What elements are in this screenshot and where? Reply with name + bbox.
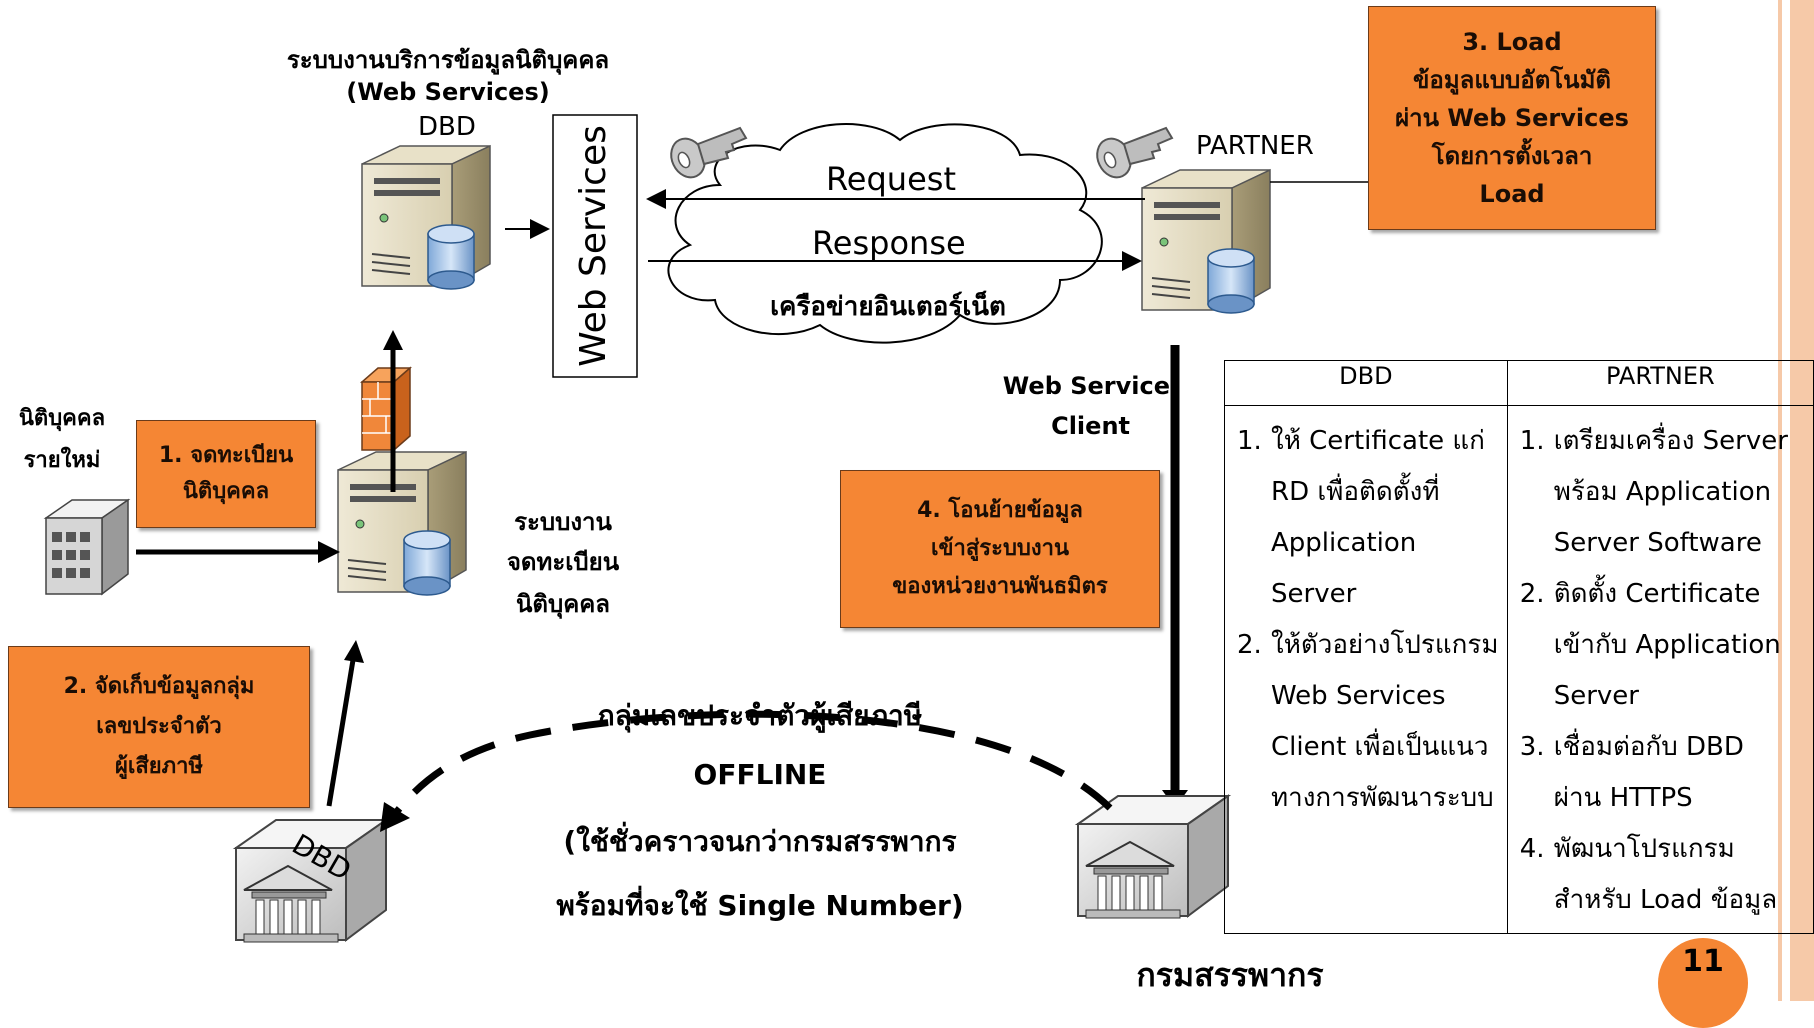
partner-item-4-line-2: สำหรับ Load ข้อมูล: [1553, 885, 1778, 915]
note-step-1-line-1: 1. จดทะเบียน: [158, 443, 294, 468]
note-step-1-line-2: นิติบุคคล: [182, 479, 270, 504]
registration-system-label-1: ระบบงาน: [514, 508, 612, 536]
web-service-client-label-2: Client: [1051, 412, 1130, 440]
table-header-dbd: DBD: [1224, 360, 1508, 406]
table-cell-dbd: 1. ให้ Certificate แก่ RD เพื่อติดตั้งที…: [1224, 405, 1508, 934]
partner-label: PARTNER: [1196, 131, 1314, 161]
note-step-3-line-3: ผ่าน Web Services: [1395, 104, 1629, 132]
partner-item-3-num: 3.: [1519, 732, 1545, 762]
web-services-label: Web Services: [573, 125, 614, 367]
dbd-item-1-num: 1.: [1237, 426, 1262, 456]
note-step-1: 1. จดทะเบียน นิติบุคคล: [136, 420, 316, 528]
partner-item-2-num: 2.: [1519, 579, 1545, 609]
dbd-item-1-line-2: RD เพื่อติดตั้งที่: [1271, 477, 1440, 507]
table-header-partner: PARTNER: [1506, 360, 1814, 406]
offline-arrowhead: [380, 802, 410, 832]
note-step-3-line-2: ข้อมูลแบบอัตโนมัติ: [1413, 66, 1611, 94]
partner-item-4: 4. พัฒนาโปรแกรม สำหรับ Load ข้อมูล: [1520, 824, 1807, 926]
dbd-item-2-line-1: ให้ตัวอย่างโปรแกรม: [1271, 630, 1499, 660]
offline-dashed-arc: [389, 710, 1113, 821]
partner-item-2-line-2: เข้ากับ Application: [1553, 630, 1781, 660]
offline-label-2: OFFLINE: [693, 758, 827, 791]
partner-item-3-line-2: ผ่าน HTTPS: [1553, 783, 1693, 813]
responsibility-table: DBD PARTNER 1. ให้ Certificate แก่ RD เพ…: [1224, 360, 1814, 934]
note-step-3-line-1: 3. Load: [1462, 28, 1562, 56]
note-step-4-line-1: 4. โอนย้ายข้อมูล: [917, 498, 1083, 523]
partner-item-2-line-3: Server: [1553, 681, 1639, 711]
offline-label-1: กลุ่มเลขประจำตัวผู้เสียภาษี: [597, 699, 923, 732]
partner-item-2: 2. ติดตั้ง Certificate เข้ากับ Applicati…: [1520, 569, 1807, 722]
note-step-3-line-5: Load: [1479, 180, 1545, 208]
registration-server-icon: [337, 451, 467, 596]
partner-item-1-num: 1.: [1519, 426, 1545, 456]
partner-item-2-line-1: ติดตั้ง Certificate: [1553, 579, 1761, 609]
new-entity-label-1: นิติบุคคล: [18, 406, 106, 431]
offline-label-4: พร้อมที่จะใช้ Single Number): [556, 889, 964, 922]
partner-item-4-line-1: พัฒนาโปรแกรม: [1553, 834, 1735, 864]
partner-item-3-line-1: เชื่อมต่อกับ DBD: [1553, 732, 1744, 762]
note-step-2-line-1: 2. จัดเก็บข้อมูลกลุ่ม: [63, 674, 255, 699]
table-cell-partner: 1. เตรียมเครื่อง Server พร้อม Applicatio…: [1506, 405, 1814, 934]
partner-item-1-line-1: เตรียมเครื่อง Server: [1553, 426, 1788, 456]
note-step-3: 3. Load ข้อมูลแบบอัตโนมัติ ผ่าน Web Serv…: [1368, 6, 1656, 230]
rd-building-icon: [1077, 795, 1229, 919]
arrow-dbd-to-registration: [326, 659, 356, 807]
new-entity-label-2: รายใหม่: [23, 448, 101, 473]
dbd-webservice-server-icon: [361, 145, 491, 290]
diagram-canvas: Web Services DBD: [43, 114, 1368, 943]
dbd-service-title: ระบบงานบริการข้อมูลนิติบุคคล: [286, 46, 610, 74]
arrow-head-dbd-up: [344, 640, 364, 663]
dbd-item-2: 2. ให้ตัวอย่างโปรแกรม Web Services Clien…: [1237, 620, 1501, 824]
web-service-client-label-1: Web Service: [1002, 372, 1170, 400]
partner-item-1-line-2: พร้อม Application: [1553, 477, 1772, 507]
note-step-4: 4. โอนย้ายข้อมูล เข้าสู่ระบบงาน ของหน่วย…: [840, 470, 1160, 628]
new-entity-building-icon: [43, 498, 131, 596]
dbd-item-2-line-2: Web Services: [1271, 681, 1446, 711]
dbd-item-1: 1. ให้ Certificate แก่ RD เพื่อติดตั้งที…: [1237, 416, 1501, 620]
note-step-2-line-3: ผู้เสียภาษี: [114, 754, 204, 779]
rd-building-label: กรมสรรพากร: [1136, 956, 1324, 994]
dbd-item-1-line-1: ให้ Certificate แก่: [1271, 426, 1485, 456]
firewall-icon: [360, 366, 412, 452]
partner-server-icon: [1141, 169, 1271, 314]
internet-cloud-icon: [667, 123, 1103, 344]
note-step-4-line-2: เข้าสู่ระบบงาน: [930, 536, 1070, 561]
dbd-item-2-line-3: Client เพื่อเป็นแนว: [1271, 732, 1489, 762]
registration-system-label-3: นิติบุคคล: [515, 590, 611, 618]
partner-item-1-line-3: Server Software: [1553, 528, 1762, 558]
note-step-2: 2. จัดเก็บข้อมูลกลุ่ม เลขประจำตัว ผู้เสี…: [8, 646, 310, 808]
dbd-item-1-line-3: Application Server: [1271, 528, 1417, 609]
dbd-item-2-num: 2.: [1237, 630, 1262, 660]
internet-cloud-label: เครือข่ายอินเตอร์เน็ต: [770, 292, 1006, 322]
web-services-box: [552, 114, 638, 378]
page-number: 11: [1658, 938, 1748, 1028]
request-label: Request: [826, 160, 956, 198]
note-step-4-line-3: ของหน่วยงานพันธมิตร: [892, 574, 1108, 599]
registration-system-label-2: จดทะเบียน: [506, 548, 620, 576]
arrow-up-head-1: [383, 330, 403, 350]
arrow-head-entity: [318, 541, 340, 563]
dbd-item-2-line-4: ทางการพัฒนาระบบ: [1271, 783, 1494, 813]
dbd-server-label: DBD: [418, 112, 476, 142]
partner-item-1: 1. เตรียมเครื่อง Server พร้อม Applicatio…: [1520, 416, 1807, 569]
offline-label-3: (ใช้ชั่วคราวจนกว่ากรมสรรพากร: [563, 825, 957, 858]
response-label: Response: [812, 224, 966, 262]
note-step-2-line-2: เลขประจำตัว: [96, 714, 222, 739]
partner-item-4-num: 4.: [1519, 834, 1545, 864]
key-icon-right: [1090, 127, 1173, 184]
dbd-service-subtitle: (Web Services): [346, 78, 550, 106]
partner-item-3: 3. เชื่อมต่อกับ DBD ผ่าน HTTPS: [1520, 722, 1807, 824]
note-step-3-line-4: โดยการตั้งเวลา: [1431, 142, 1593, 170]
